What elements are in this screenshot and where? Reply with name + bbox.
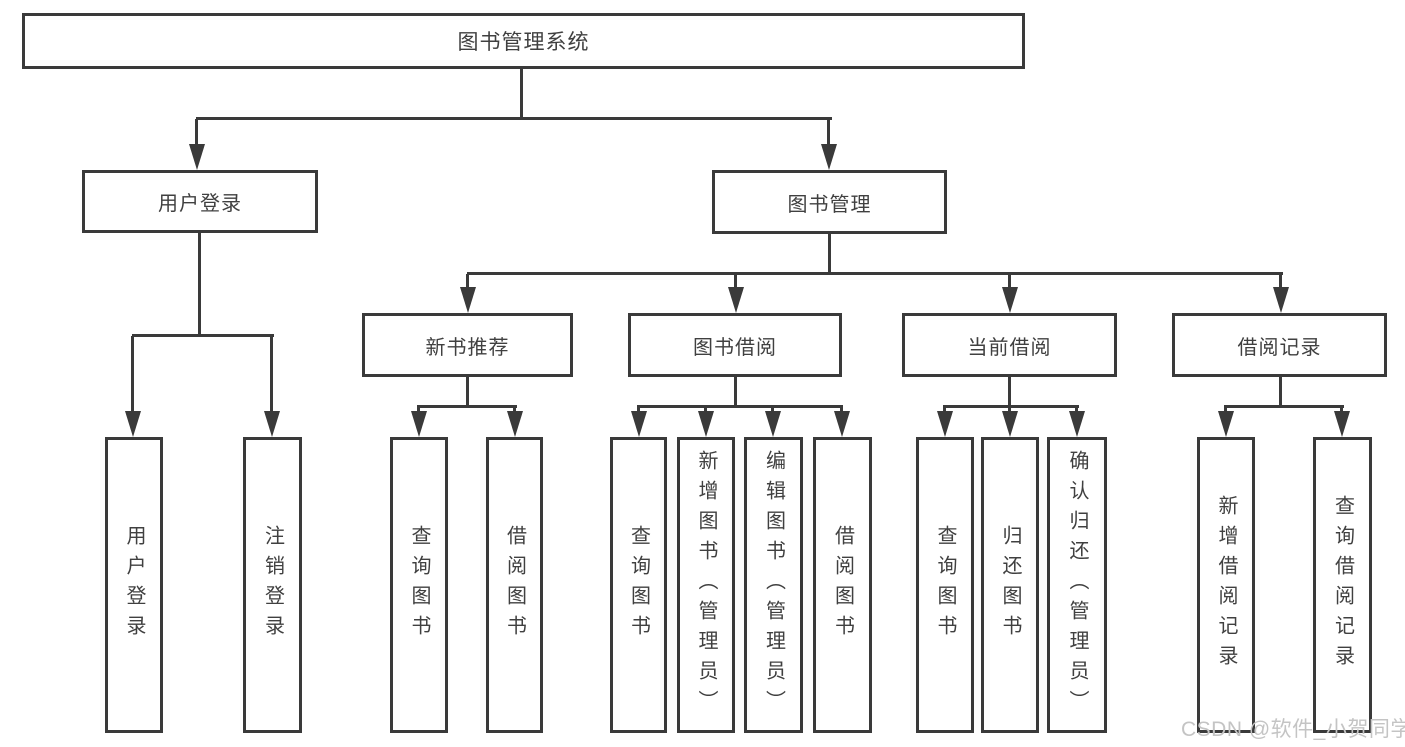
node-user-login-label: 用户登录 xyxy=(158,193,242,215)
arrow-down-icon xyxy=(264,411,280,437)
connector-line xyxy=(943,405,1079,408)
node-leaf-borrow-query-label: 查询图书 xyxy=(627,525,650,645)
arrow-down-icon xyxy=(189,144,205,170)
connector-line xyxy=(1008,377,1011,408)
node-leaf-user-login: 用户登录 xyxy=(105,437,163,733)
node-leaf-borrow-borrow: 借阅图书 xyxy=(813,437,872,733)
arrow-down-icon xyxy=(728,287,744,313)
node-root: 图书管理系统 xyxy=(22,13,1025,69)
connector-line xyxy=(132,334,274,337)
node-leaf-logout: 注销登录 xyxy=(243,437,302,733)
connector-line xyxy=(637,407,640,413)
connector-line xyxy=(417,405,517,408)
connector-line xyxy=(198,233,201,336)
arrow-down-icon xyxy=(834,411,850,437)
connector-line xyxy=(1075,407,1078,413)
arrow-down-icon xyxy=(631,411,647,437)
node-user-login: 用户登录 xyxy=(82,170,318,233)
node-leaf-records-add: 新增借阅记录 xyxy=(1197,437,1255,733)
connector-line xyxy=(734,274,737,289)
connector-line xyxy=(467,272,1283,275)
arrow-down-icon xyxy=(1002,411,1018,437)
connector-line xyxy=(1340,407,1343,413)
node-leaf-borrow-borrow-label: 借阅图书 xyxy=(831,525,854,645)
connector-line xyxy=(827,119,830,146)
arrow-down-icon xyxy=(460,287,476,313)
node-leaf-newbooks-query: 查询图书 xyxy=(390,437,448,733)
node-leaf-records-add-label: 新增借阅记录 xyxy=(1215,495,1237,675)
arrow-down-icon xyxy=(1218,411,1234,437)
connector-line xyxy=(704,407,707,413)
arrow-down-icon xyxy=(507,411,523,437)
node-leaf-records-query: 查询借阅记录 xyxy=(1313,437,1372,733)
node-leaf-current-confirm: 确认归还（管理员） xyxy=(1047,437,1107,733)
node-book-borrow-label: 图书借阅 xyxy=(693,336,777,359)
node-current-borrow: 当前借阅 xyxy=(902,313,1117,377)
node-borrow-records-label: 借阅记录 xyxy=(1237,336,1322,359)
connector-line xyxy=(466,274,469,289)
node-leaf-logout-label: 注销登录 xyxy=(261,525,284,645)
node-leaf-borrow-add: 新增图书（管理员） xyxy=(677,437,735,733)
node-leaf-current-return: 归还图书 xyxy=(981,437,1039,733)
connector-line xyxy=(943,407,946,413)
connector-line xyxy=(417,407,420,413)
node-leaf-borrow-edit: 编辑图书（管理员） xyxy=(744,437,803,733)
node-leaf-current-return-label: 归还图书 xyxy=(999,525,1021,645)
arrow-down-icon xyxy=(1273,287,1289,313)
connector-line xyxy=(466,377,469,408)
arrow-down-icon xyxy=(1002,287,1018,313)
connector-line xyxy=(196,117,832,120)
arrow-down-icon xyxy=(411,411,427,437)
connector-line xyxy=(840,407,843,413)
watermark: CSDN @软件_小贺同学 xyxy=(1181,718,1405,741)
arrow-down-icon xyxy=(698,411,714,437)
arrow-down-icon xyxy=(125,411,141,437)
node-book-borrow: 图书借阅 xyxy=(628,313,842,377)
node-leaf-newbooks-query-label: 查询图书 xyxy=(408,525,430,645)
connector-line xyxy=(1008,274,1011,289)
node-leaf-current-query-label: 查询图书 xyxy=(934,525,956,645)
node-leaf-current-query: 查询图书 xyxy=(916,437,974,733)
connector-line xyxy=(1224,407,1227,413)
connector-line xyxy=(1279,377,1282,408)
node-leaf-user-login-label: 用户登录 xyxy=(123,525,145,645)
node-new-books-label: 新书推荐 xyxy=(425,336,510,359)
connector-line xyxy=(734,377,737,408)
node-leaf-borrow-add-label: 新增图书（管理员） xyxy=(695,450,717,720)
arrow-down-icon xyxy=(1334,411,1350,437)
node-leaf-newbooks-borrow-label: 借阅图书 xyxy=(503,525,526,645)
connector-line xyxy=(1224,405,1344,408)
arrow-down-icon xyxy=(1069,411,1085,437)
connector-line xyxy=(1008,407,1011,413)
node-book-mgmt: 图书管理 xyxy=(712,170,947,234)
connector-line xyxy=(637,405,843,408)
arrow-down-icon xyxy=(765,411,781,437)
node-leaf-current-confirm-label: 确认归还（管理员） xyxy=(1066,450,1088,720)
connector-line xyxy=(520,69,523,119)
node-leaf-newbooks-borrow: 借阅图书 xyxy=(486,437,543,733)
node-borrow-records: 借阅记录 xyxy=(1172,313,1387,377)
node-book-mgmt-label: 图书管理 xyxy=(787,193,872,216)
connector-line xyxy=(771,407,774,413)
node-leaf-borrow-edit-label: 编辑图书（管理员） xyxy=(762,450,785,720)
node-current-borrow-label: 当前借阅 xyxy=(967,336,1052,359)
node-leaf-borrow-query: 查询图书 xyxy=(610,437,667,733)
connector-line xyxy=(131,336,134,413)
connector-line xyxy=(828,234,831,274)
node-leaf-records-query-label: 查询借阅记录 xyxy=(1331,495,1354,675)
node-root-label: 图书管理系统 xyxy=(457,31,590,54)
connector-line xyxy=(1279,274,1282,289)
arrow-down-icon xyxy=(821,144,837,170)
connector-line xyxy=(270,336,273,413)
connector-line xyxy=(195,119,198,146)
connector-line xyxy=(513,407,516,413)
arrow-down-icon xyxy=(937,411,953,437)
node-new-books: 新书推荐 xyxy=(362,313,573,377)
